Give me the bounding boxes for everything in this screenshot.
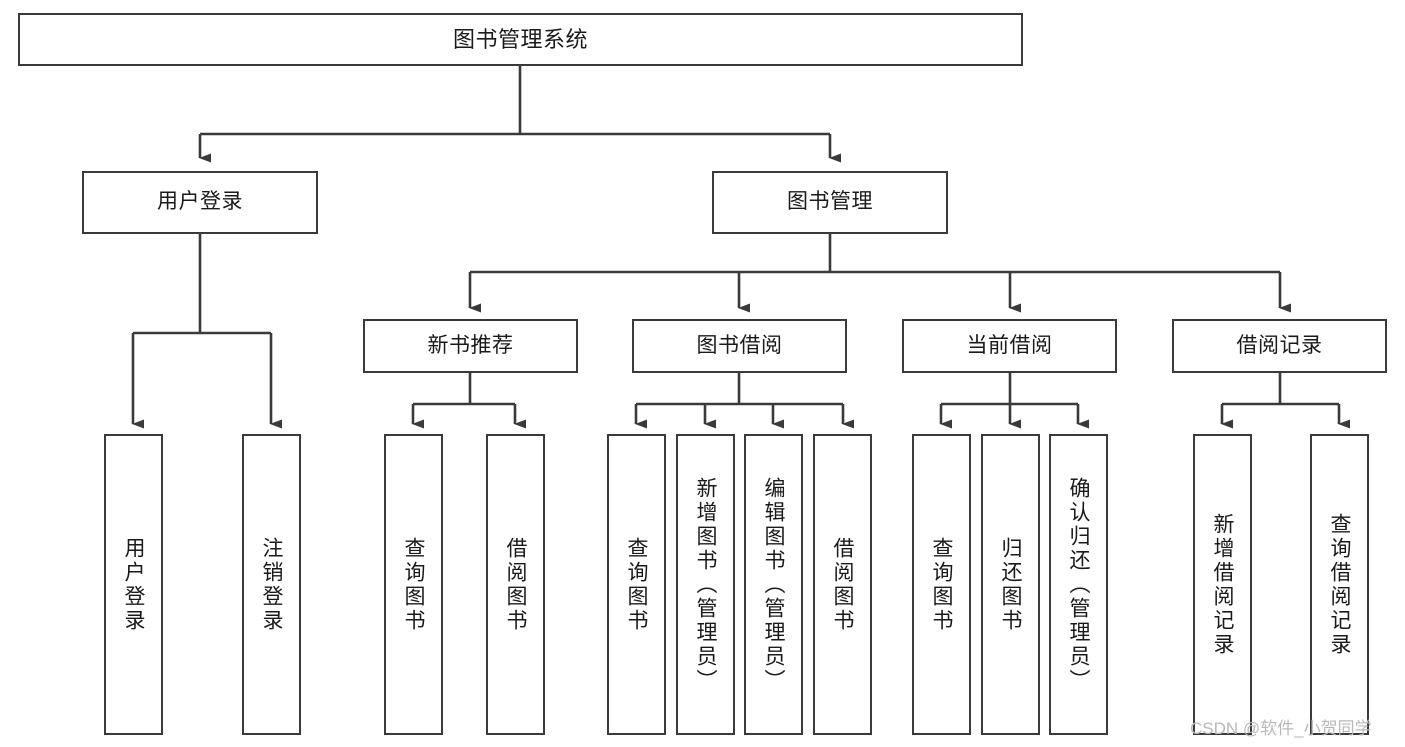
node-label: 借阅记录 [1236, 333, 1323, 357]
node-label: 查询图书 [402, 536, 425, 633]
node-label: 用户登录 [157, 190, 243, 214]
leaf-user-login-logout[interactable]: 注销登录 [242, 434, 301, 735]
leaf-current-borrow-return-books[interactable]: 归还图书 [981, 434, 1040, 735]
leaf-book-borrow-query-books[interactable]: 查询图书 [607, 434, 666, 735]
node-label: 借阅图书 [504, 536, 527, 633]
node-new-book-recommendation[interactable]: 新书推荐 [363, 319, 578, 373]
leaf-new-book-query-books[interactable]: 查询图书 [384, 434, 443, 735]
node-label: 确认归还（管理员） [1067, 476, 1090, 693]
node-label: 图书管理 [787, 190, 873, 214]
node-label: 图书借阅 [696, 333, 783, 357]
node-book-management[interactable]: 图书管理 [712, 171, 948, 234]
leaf-book-borrow-borrow-books[interactable]: 借阅图书 [813, 434, 872, 735]
node-label: 当前借阅 [966, 333, 1053, 357]
node-label: 借阅图书 [831, 536, 854, 633]
node-root-book-management-system[interactable]: 图书管理系统 [18, 13, 1023, 66]
node-label: 用户登录 [122, 536, 145, 633]
node-label: 编辑图书（管理员） [762, 476, 785, 693]
node-label: 新书推荐 [427, 333, 514, 357]
leaf-current-borrow-query-books[interactable]: 查询图书 [912, 434, 971, 735]
node-label: 新增借阅记录 [1211, 512, 1234, 657]
node-user-login[interactable]: 用户登录 [82, 171, 318, 234]
leaf-book-borrow-add-book-admin[interactable]: 新增图书（管理员） [676, 434, 735, 735]
leaf-book-borrow-edit-book-admin[interactable]: 编辑图书（管理员） [744, 434, 803, 735]
leaf-current-borrow-confirm-return-admin[interactable]: 确认归还（管理员） [1049, 434, 1108, 735]
node-book-borrow[interactable]: 图书借阅 [632, 319, 847, 373]
node-label: 注销登录 [260, 536, 283, 633]
csdn-watermark: CSDN @软件_小贺同学 [1190, 719, 1372, 738]
node-label: 新增图书（管理员） [694, 476, 717, 693]
node-label: 查询图书 [625, 536, 648, 633]
node-borrow-record[interactable]: 借阅记录 [1172, 319, 1387, 373]
node-label: 归还图书 [999, 536, 1022, 633]
node-label: 查询借阅记录 [1328, 512, 1351, 657]
node-current-borrow[interactable]: 当前借阅 [902, 319, 1117, 373]
leaf-user-login-login[interactable]: 用户登录 [104, 434, 163, 735]
node-label: 查询图书 [930, 536, 953, 633]
node-label: 图书管理系统 [452, 26, 588, 52]
leaf-borrow-record-query-record[interactable]: 查询借阅记录 [1310, 434, 1369, 735]
leaf-new-book-borrow-books[interactable]: 借阅图书 [486, 434, 545, 735]
leaf-borrow-record-add-record[interactable]: 新增借阅记录 [1193, 434, 1252, 735]
